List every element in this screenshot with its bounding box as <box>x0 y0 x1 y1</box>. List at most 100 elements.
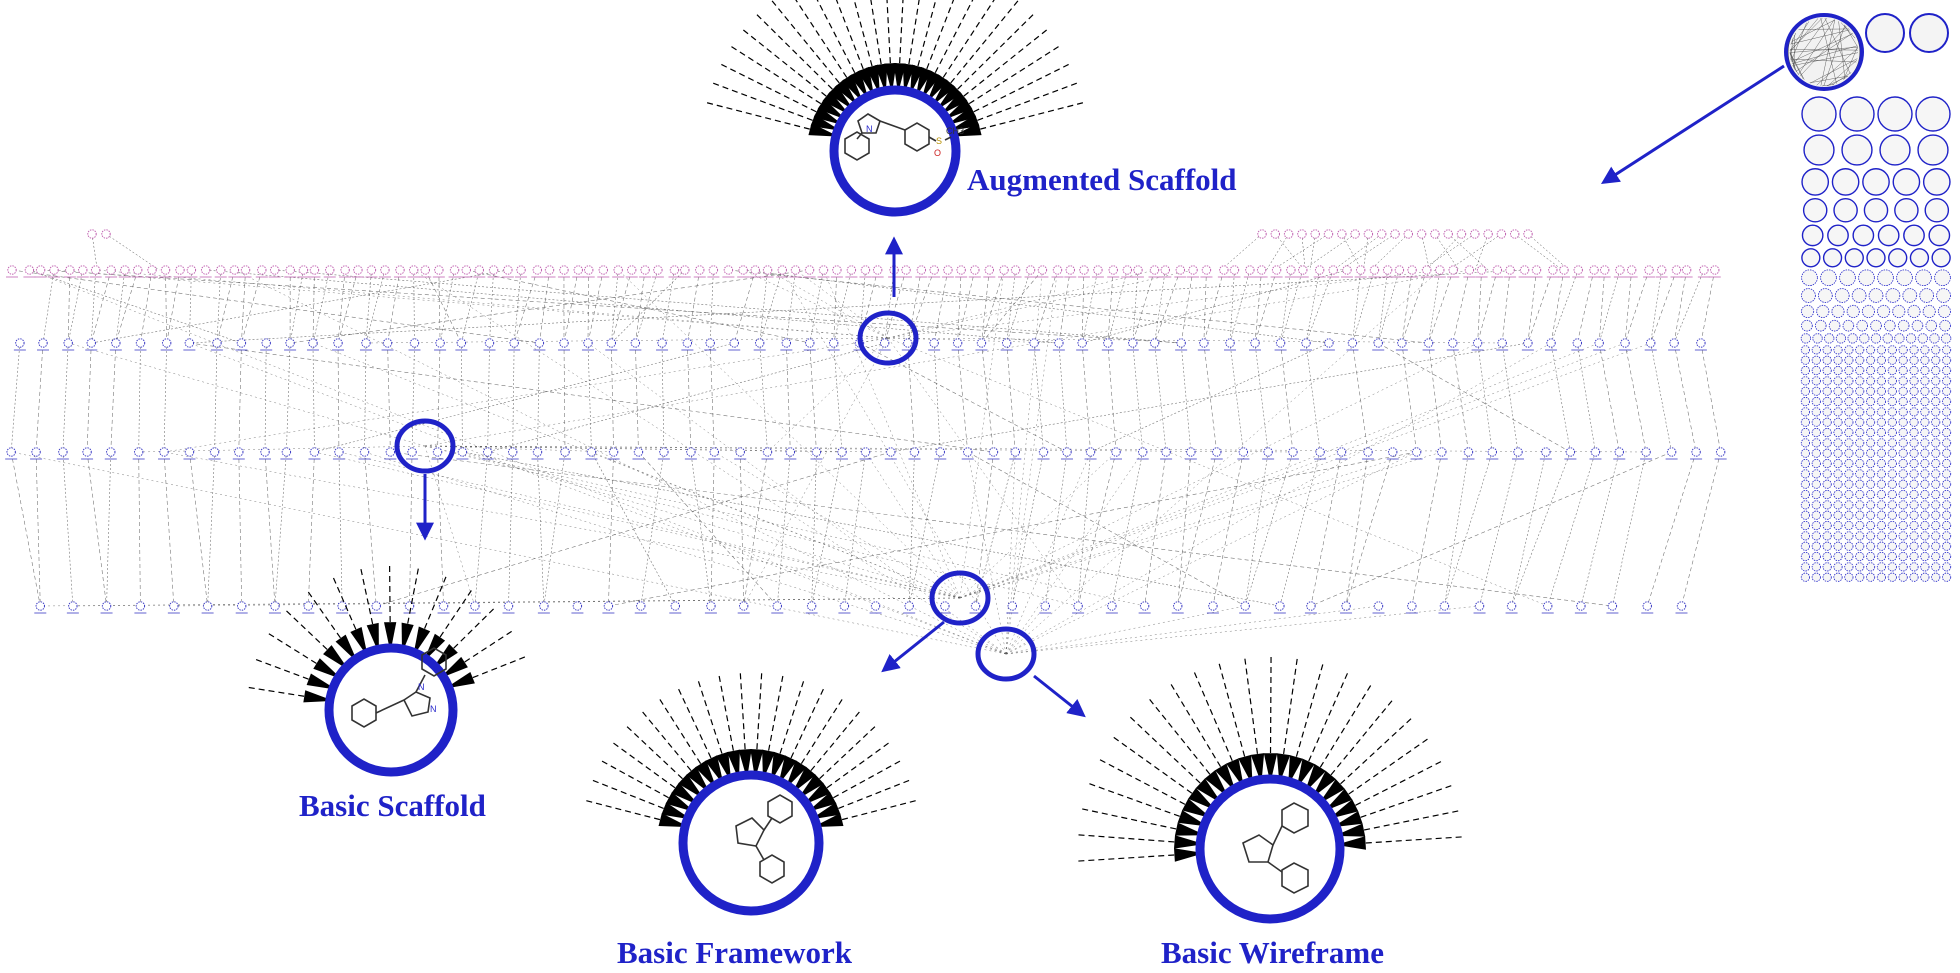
tree-node <box>1607 601 1618 611</box>
thumb <box>1931 572 1941 582</box>
tree-edge <box>286 342 291 453</box>
tree-edge <box>833 342 843 453</box>
fan-augmented-wedge <box>841 74 864 103</box>
tree-edge <box>638 451 778 607</box>
tree-node <box>101 601 112 611</box>
thumb <box>1833 572 1843 582</box>
tree-node <box>1128 338 1138 348</box>
tree-edge <box>1229 342 1244 453</box>
tree-node <box>38 338 48 348</box>
tree-node <box>762 265 773 275</box>
tree-edge <box>1305 342 1321 453</box>
tree-node <box>1645 338 1656 348</box>
hub-edge <box>767 269 889 339</box>
tree-node <box>1615 265 1625 275</box>
tree-node <box>1656 265 1667 275</box>
thumb <box>1844 510 1854 520</box>
thumb <box>1931 448 1941 458</box>
tree-node <box>509 338 519 348</box>
tree-node <box>1681 265 1692 275</box>
tree-edge <box>907 342 915 453</box>
fan-basic-wireframe-wedge <box>1182 798 1212 819</box>
fan-basic-framework-line <box>696 677 732 783</box>
hub-edge <box>959 451 1117 599</box>
tree-node <box>340 265 350 275</box>
fan-augmented-line <box>920 0 974 100</box>
fan-basic-scaffold-line <box>431 605 497 670</box>
thumb <box>1822 572 1832 582</box>
hub-edge <box>782 269 1007 655</box>
tree-edge <box>189 342 994 453</box>
tree-node <box>956 265 966 275</box>
thumb <box>1822 248 1843 268</box>
tree-edge <box>687 269 701 344</box>
thumb <box>1822 458 1832 469</box>
tree-node <box>160 265 171 275</box>
thumb <box>1855 355 1865 365</box>
thumb <box>1866 448 1876 458</box>
thumb <box>1811 551 1821 562</box>
tree-node <box>970 265 980 275</box>
tree-node <box>723 265 734 275</box>
hub-edge <box>1005 451 1091 655</box>
tree-node <box>559 265 569 275</box>
tree-edge <box>1180 269 1194 344</box>
fan-augmented-line <box>926 0 995 103</box>
tree-edge <box>786 269 796 344</box>
tree-node <box>1306 601 1316 611</box>
tree-node <box>669 265 680 275</box>
tree-node <box>1676 601 1687 611</box>
thumb <box>1936 288 1951 303</box>
hub-edge <box>314 451 961 599</box>
leaf-edge <box>1425 233 1462 271</box>
tree-edge <box>487 342 885 453</box>
thumb <box>1903 224 1925 247</box>
leaf-edge <box>1475 233 1489 271</box>
thumb <box>1937 304 1951 318</box>
thumb <box>1833 438 1843 448</box>
leaf-edge <box>1434 233 1460 271</box>
thumb-edge <box>1790 58 1857 63</box>
hub-edge <box>29 269 1007 655</box>
tree-node <box>6 447 16 457</box>
thumb <box>1859 333 1870 344</box>
tree-node <box>385 447 396 457</box>
thumb <box>1800 489 1810 500</box>
tree-edge <box>1132 342 1144 453</box>
thumb <box>1929 333 1940 344</box>
thumb <box>1931 510 1941 520</box>
tree-node <box>35 601 45 611</box>
thumb <box>1920 355 1930 365</box>
fan-basic-wireframe-wedge <box>1174 848 1205 862</box>
tree-edge <box>274 451 287 607</box>
tree-edge <box>1527 269 1537 344</box>
tree-node <box>929 265 939 275</box>
tree-node <box>260 447 270 457</box>
thumb <box>1887 562 1897 572</box>
tree-edge <box>1501 342 1519 453</box>
thumb <box>1866 365 1876 376</box>
tree-node <box>1108 265 1118 275</box>
tree-edge <box>1058 269 1071 344</box>
thumb <box>1931 551 1941 562</box>
tree-node <box>805 338 815 348</box>
tree-edge <box>811 451 843 607</box>
tree-node <box>534 338 545 348</box>
thumb <box>1855 365 1865 376</box>
thumb <box>1887 500 1897 510</box>
thumb <box>1920 520 1930 531</box>
thumb <box>1855 386 1865 396</box>
tree-node <box>133 447 144 457</box>
tree-edge <box>1352 269 1361 344</box>
molecule-basic-scaffold <box>351 647 447 728</box>
fan-basic-framework-wedge <box>738 749 752 780</box>
thumb <box>1800 500 1810 510</box>
fan-basic-framework-wedge <box>705 755 724 786</box>
tree-edge <box>563 342 566 453</box>
tree-node <box>952 338 963 348</box>
thumb <box>1922 168 1951 196</box>
tree-edge <box>1673 269 1705 344</box>
tree-edge <box>62 451 74 607</box>
tree-node <box>1626 265 1637 275</box>
tree-node <box>159 447 169 457</box>
